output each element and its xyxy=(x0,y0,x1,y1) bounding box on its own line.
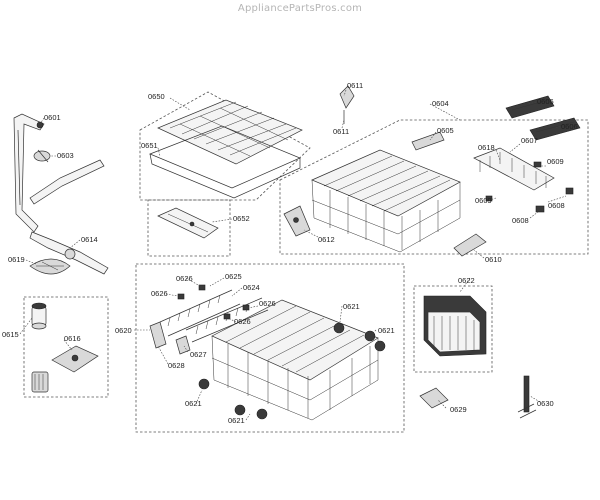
label-0607: 0607 xyxy=(521,136,538,145)
label-0621-d: 0621 xyxy=(228,416,245,425)
rack-adjuster-0612[interactable] xyxy=(283,205,311,237)
tray-rail-box xyxy=(147,199,231,257)
rack-stop-0608[interactable] xyxy=(535,187,574,213)
label-0626-c: 0626 xyxy=(259,299,276,308)
upper-spray-arm-0603[interactable] xyxy=(29,149,105,205)
cutlery-tray-0650[interactable] xyxy=(157,99,303,165)
upper-rack-wheel-0606a[interactable] xyxy=(505,95,555,119)
tine-clip-0626[interactable] xyxy=(177,284,250,320)
lower-rack-wheel-0621[interactable] xyxy=(198,322,386,420)
label-0621-a: 0621 xyxy=(343,302,360,311)
label-0609-left: 0609 xyxy=(475,196,492,205)
label-0622: 0622 xyxy=(458,276,475,285)
label-0627: 0627 xyxy=(190,350,207,359)
label-0619: 0619 xyxy=(8,255,25,264)
label-0606-top: 0606 xyxy=(537,97,554,106)
fine-filter-0615-bottom[interactable] xyxy=(31,371,49,393)
upper-rack-group-box xyxy=(279,119,589,255)
upper-rack-wheel-0606b[interactable] xyxy=(529,117,581,141)
label-0625: 0625 xyxy=(225,272,242,281)
filter-plate-0616[interactable] xyxy=(51,345,99,373)
label-0610: 0610 xyxy=(485,255,502,264)
rack-clip-0605[interactable] xyxy=(411,131,445,151)
label-0626-a: 0626 xyxy=(176,274,193,283)
part-labels: 0601 0603 0614 0619 0615 0616 0650 0651 … xyxy=(2,81,578,425)
label-0605: 0605 xyxy=(437,126,454,135)
filter-cylinder-0615-top[interactable] xyxy=(31,302,47,330)
tine-row-0625[interactable] xyxy=(159,289,241,337)
label-0626-d: 0626 xyxy=(234,317,251,326)
label-0611-top: 0611 xyxy=(347,81,363,90)
label-0606-bottom: 0606 xyxy=(561,122,578,131)
basket-pin-0630[interactable] xyxy=(517,375,537,419)
label-0618: 0618 xyxy=(478,143,495,152)
label-0608-right: 0608 xyxy=(548,201,565,210)
label-0650: 0650 xyxy=(148,92,165,101)
label-0616: 0616 xyxy=(64,334,81,343)
tine-holder-0627[interactable] xyxy=(175,335,191,355)
rack-handle-0610[interactable] xyxy=(453,233,487,257)
spray-arm-supply-tube-0601[interactable] xyxy=(13,113,45,233)
label-0626-b: 0626 xyxy=(151,289,168,298)
basket-lid-0629[interactable] xyxy=(419,387,449,409)
label-0651: 0651 xyxy=(141,141,158,150)
tray-rail-0652[interactable] xyxy=(157,207,219,239)
label-0652: 0652 xyxy=(233,214,250,223)
label-0615: 0615 xyxy=(2,330,19,339)
filter-group-box xyxy=(23,296,109,398)
upper-rack-0604[interactable] xyxy=(311,149,461,253)
label-0612: 0612 xyxy=(318,235,335,244)
label-0604: 0604 xyxy=(432,99,449,108)
leader-lines xyxy=(19,89,567,421)
label-0620: 0620 xyxy=(115,326,132,335)
label-0609-right: 0609 xyxy=(547,157,564,166)
label-0601: 0601 xyxy=(44,113,61,122)
label-0621-c: 0621 xyxy=(185,399,202,408)
cutlery-tray-group-box xyxy=(139,91,311,201)
label-0614: 0614 xyxy=(81,235,98,244)
label-0624: 0624 xyxy=(243,283,260,292)
basket-group-box xyxy=(413,285,493,373)
silverware-basket-0622[interactable] xyxy=(423,295,487,357)
label-0621-b: 0621 xyxy=(378,326,395,335)
label-0611-bottom: 0611 xyxy=(333,127,349,136)
label-0608-left: 0608 xyxy=(512,216,529,225)
label-0630: 0630 xyxy=(537,399,554,408)
watermark: AppliancePartsPros.com xyxy=(237,3,363,14)
tine-row-0609[interactable] xyxy=(485,161,542,202)
label-0628: 0628 xyxy=(168,361,185,370)
lower-spray-arm-0614[interactable] xyxy=(29,231,109,275)
label-0603: 0603 xyxy=(57,151,74,160)
clip-0611[interactable] xyxy=(339,85,355,124)
tine-holder-0628[interactable] xyxy=(149,321,167,349)
spray-arm-bearing-0619[interactable] xyxy=(29,258,71,275)
cup-shelf-0607[interactable] xyxy=(473,147,555,191)
cutlery-tray-frame-0651[interactable] xyxy=(149,125,301,199)
label-0629: 0629 xyxy=(450,405,467,414)
lower-rack-0620[interactable] xyxy=(211,299,379,421)
